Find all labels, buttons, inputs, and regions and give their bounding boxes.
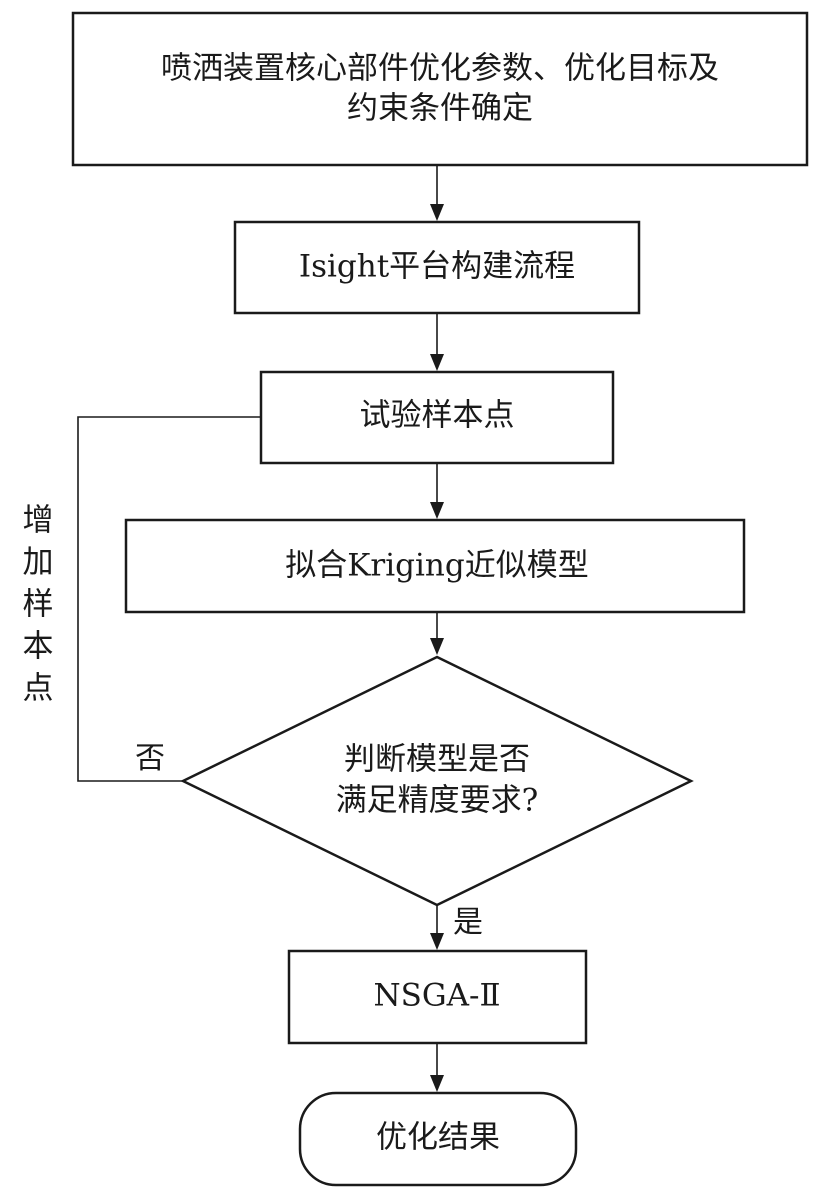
node-isight-platform: Isight平台构建流程 (233, 220, 641, 315)
node-define-parameters-line1: 喷洒装置核心部件优化参数、优化目标及 (161, 51, 719, 87)
arrow-samples-to-kriging (430, 463, 444, 519)
node-kriging-model: 拟合Kriging近似模型 (124, 518, 746, 614)
node-accuracy-decision: 判断模型是否 满足精度要求? (180, 655, 694, 907)
loop-side-label-char-1: 增 (23, 503, 54, 539)
loop-side-label-char-5: 点 (23, 671, 54, 707)
loop-side-label-char-4: 本 (23, 629, 54, 665)
node-nsga-box (287, 949, 588, 1045)
node-nsga-label: NSGA-Ⅱ (373, 978, 500, 1014)
node-optimization-result-box (298, 1091, 578, 1187)
node-kriging-model-label: 拟合Kriging近似模型 (285, 548, 588, 584)
edge-label-yes: 是 (453, 905, 483, 940)
node-nsga: NSGA-Ⅱ (287, 949, 588, 1045)
loop-back-no-branch (77, 416, 261, 782)
node-sample-points-label: 试验样本点 (360, 398, 515, 434)
arrow-kriging-to-decision (430, 612, 444, 655)
arrow-decision-to-nsga (430, 905, 444, 950)
loop-side-label-char-2: 加 (23, 545, 54, 581)
node-define-parameters-line2: 约束条件确定 (347, 91, 533, 127)
node-accuracy-decision-diamond (180, 655, 694, 907)
arrow-isight-to-samples (430, 313, 444, 371)
arrow-nsga-to-result (430, 1043, 444, 1092)
node-sample-points-box (259, 370, 615, 465)
node-accuracy-decision-line2: 满足精度要求? (336, 783, 539, 819)
loop-side-label: 增 加 样 本 点 (23, 503, 54, 707)
node-define-parameters-box (71, 11, 809, 167)
arrow-define-to-isight (430, 165, 444, 221)
node-accuracy-decision-line1: 判断模型是否 (344, 742, 530, 778)
node-kriging-model-box (124, 518, 746, 614)
node-define-parameters: 喷洒装置核心部件优化参数、优化目标及 约束条件确定 (71, 11, 809, 167)
node-optimization-result-label: 优化结果 (376, 1120, 500, 1156)
edge-label-no: 否 (135, 741, 165, 776)
loop-side-label-char-3: 样 (23, 587, 54, 623)
node-sample-points: 试验样本点 (259, 370, 615, 465)
node-optimization-result: 优化结果 (298, 1091, 578, 1187)
node-isight-platform-label: Isight平台构建流程 (299, 249, 575, 285)
